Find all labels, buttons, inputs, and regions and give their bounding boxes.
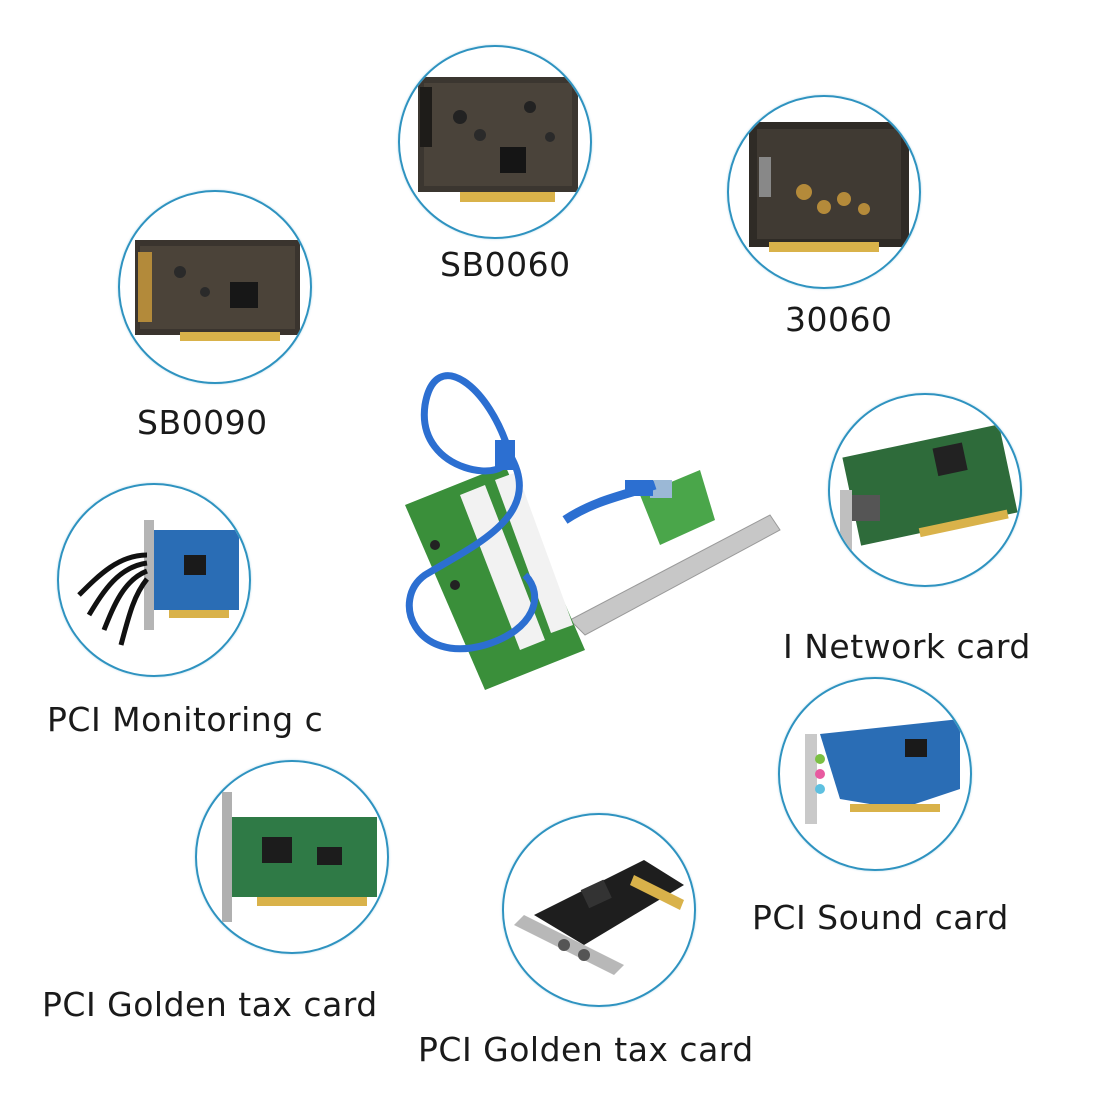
card-photo-monitoring-card <box>57 483 251 677</box>
label-monitoring-card: PCI Monitoring c <box>47 700 324 739</box>
card-photo-golden-tax-card-left <box>195 760 389 954</box>
sound-card-photo <box>418 77 578 202</box>
label-pci-sound-card: PCI Sound card <box>752 898 1009 937</box>
card-photo-golden-tax-card-center <box>502 813 696 1007</box>
card-photo-pci-sound-card <box>778 677 972 871</box>
card-photo-network-card <box>828 393 1022 587</box>
card-photo-sb0060 <box>398 45 592 239</box>
sound-card-photo <box>805 719 960 824</box>
card-photo-sb0090 <box>118 190 312 384</box>
firewire-card-photo <box>514 860 684 975</box>
sound-card-photo <box>135 240 300 341</box>
sound-card-photo <box>749 122 909 252</box>
pcie-to-pci-riser-photo <box>405 372 781 690</box>
label-30060: 30060 <box>785 300 893 339</box>
label-golden-tax-card-center: PCI Golden tax card <box>418 1030 754 1069</box>
label-network-card: I Network card <box>783 627 1031 666</box>
label-sb0090: SB0090 <box>137 403 268 442</box>
label-golden-tax-card-left: PCI Golden tax card <box>42 985 378 1024</box>
center-product-photo <box>395 345 790 705</box>
network-card-photo <box>840 424 1018 550</box>
label-sb0060: SB0060 <box>440 245 571 284</box>
tax-card-photo <box>222 792 377 922</box>
card-photo-30060 <box>727 95 921 289</box>
monitoring-card-photo <box>77 520 239 646</box>
